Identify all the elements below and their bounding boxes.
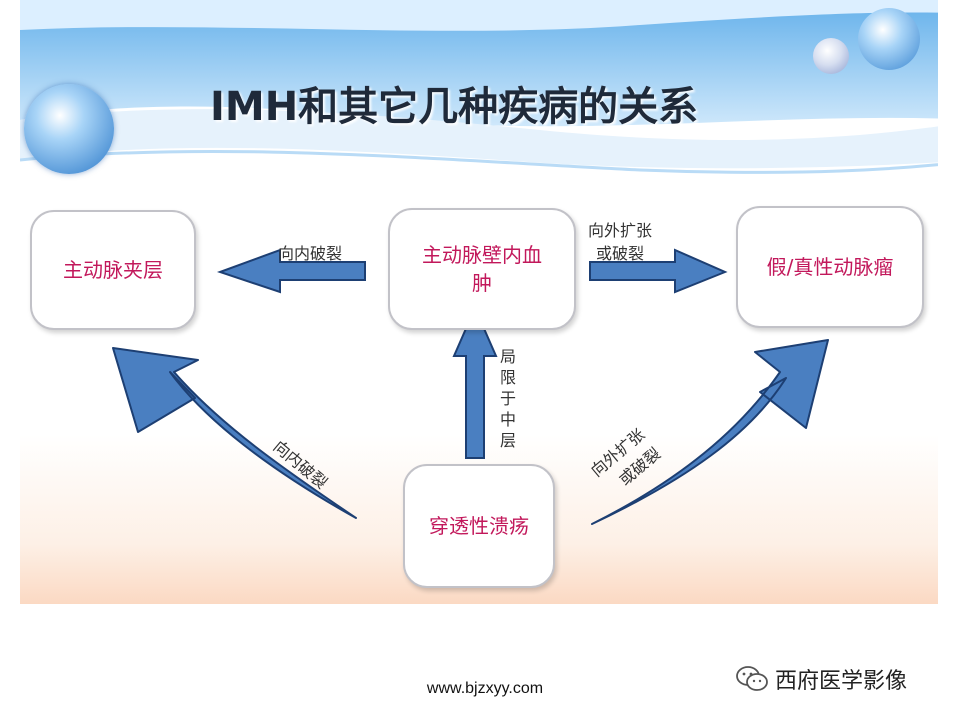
- brand-name: 西府医学影像: [775, 669, 908, 694]
- header-band: [20, 0, 938, 174]
- label-imh-to-aneurysm-line2: 或破裂: [596, 244, 645, 263]
- decorative-orb-small-icon: [813, 38, 849, 74]
- arrow-imh-to-aneurysm: [589, 248, 728, 294]
- node-intramural-hematoma: 主动脉壁内血肿: [388, 208, 576, 330]
- globe-logo-icon: [24, 84, 114, 174]
- label-imh-to-dissection: 向内破裂: [278, 244, 343, 263]
- wechat-brand: 西府医学影像: [735, 664, 907, 694]
- slide-canvas: IMH和其它几种疾病的关系 主动脉夹层 主动脉壁内血肿 假/真性动脉瘤 穿透性溃…: [20, 0, 938, 604]
- arrow-ulcer-to-dissection: [112, 347, 357, 519]
- diagram-arrows: [112, 248, 829, 525]
- footer-url: www.bjzxyy.com: [426, 680, 544, 697]
- arrow-imh-to-dissection: [216, 248, 366, 294]
- node-aneurysm: 假/真性动脉瘤: [736, 206, 924, 328]
- slide-title: IMH和其它几种疾病的关系: [210, 84, 699, 130]
- wechat-logo-icon: [736, 666, 768, 691]
- node-penetrating-ulcer: 穿透性溃疡: [403, 464, 555, 588]
- decorative-orb-icon: [858, 8, 920, 70]
- label-imh-to-aneurysm-line1: 向外扩张: [588, 221, 653, 240]
- arrow-ulcer-to-aneurysm: [591, 339, 829, 525]
- node-aortic-dissection: 主动脉夹层: [30, 210, 196, 330]
- arrow-ulcer-to-imh: [452, 305, 498, 459]
- label-ulcer-to-imh: 局限于中层: [499, 347, 516, 450]
